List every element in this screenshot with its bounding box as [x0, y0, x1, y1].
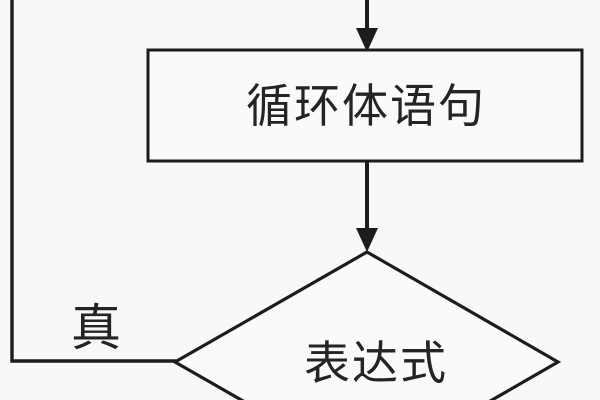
entry-connector: [356, 0, 378, 52]
true-branch-loopback-line: [10, 0, 176, 363]
decision-node-condition: [171, 250, 562, 400]
process-node-loop-body: [146, 48, 584, 163]
arrowhead-down-icon: [356, 28, 378, 52]
process-node-loop-body-label: 循环体语句: [246, 81, 486, 132]
arrowhead-down-icon: [356, 228, 378, 252]
true-branch-label: 真: [71, 300, 121, 356]
loop-body-to-condition-connector: [356, 162, 378, 252]
decision-node-condition-label: 表达式: [304, 338, 448, 389]
